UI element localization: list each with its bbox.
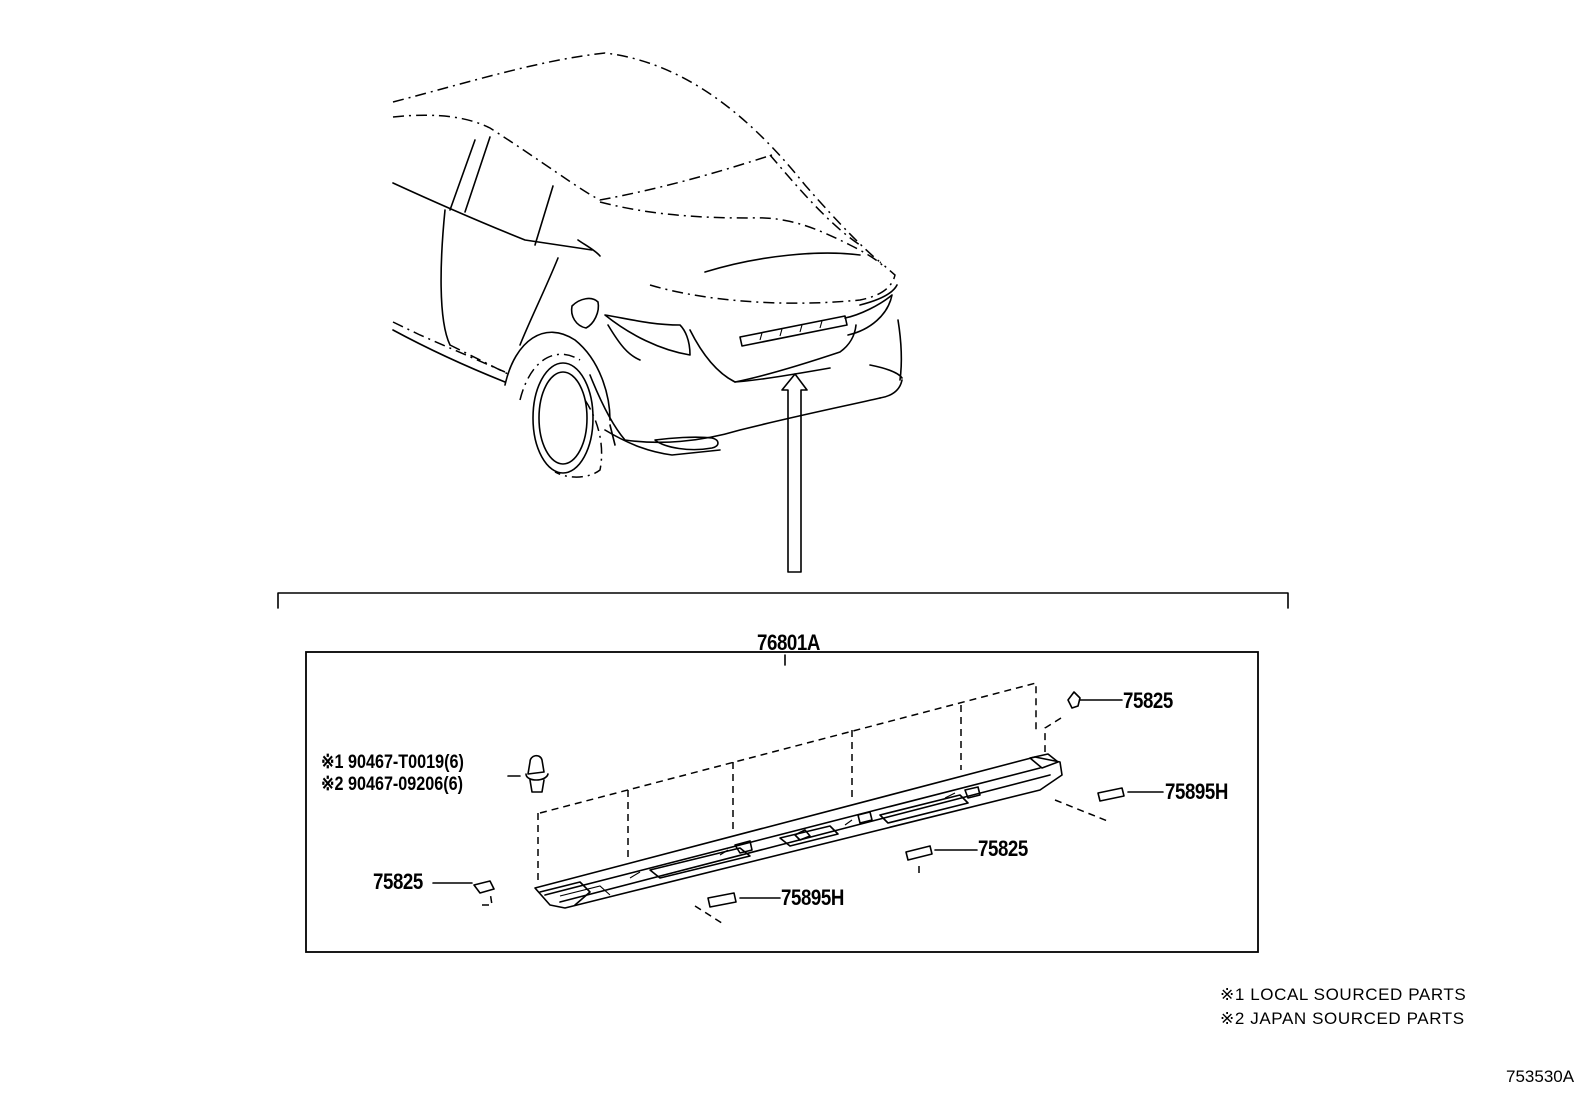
push-rivet-clip — [525, 754, 549, 793]
figure-id: 753530A — [1506, 1067, 1575, 1086]
assembly-bracket — [277, 592, 1289, 666]
fastener-1-mark: ※1 — [321, 752, 344, 773]
fastener-2-mark: ※2 — [321, 774, 344, 795]
note-2-mark: ※2 — [1220, 1009, 1245, 1028]
pad-right — [1097, 787, 1164, 802]
callout-pad-right: 75895H — [1165, 779, 1228, 804]
note-1-text: LOCAL SOURCED PARTS — [1250, 985, 1467, 1004]
note-1-mark: ※1 — [1220, 985, 1245, 1004]
callout-arrow — [781, 373, 808, 573]
note-1: ※1 LOCAL SOURCED PARTS — [1220, 985, 1466, 1005]
fastener-2: ※2 90467-09206(6) — [321, 773, 463, 796]
vehicle-illustration — [392, 52, 903, 478]
note-2: ※2 JAPAN SOURCED PARTS — [1220, 1009, 1465, 1029]
pad-bottom — [707, 892, 781, 908]
callout-pad-bottom: 75895H — [781, 885, 844, 910]
assembly-box — [305, 651, 1259, 953]
callout-clip-middle: 75825 — [978, 836, 1028, 861]
callout-clip-top-right: 75825 — [1123, 688, 1173, 713]
note-2-text: JAPAN SOURCED PARTS — [1250, 1009, 1465, 1028]
fastener-1: ※1 90467-T0019(6) — [321, 751, 464, 774]
fastener-2-part-number: 90467-09206(6) — [348, 774, 463, 795]
garnish-panel — [482, 682, 1111, 926]
clip-left — [432, 880, 495, 894]
clip-top-right — [1067, 691, 1123, 709]
callout-clip-left: 75825 — [373, 869, 423, 894]
clip-middle — [905, 845, 978, 861]
assembly-part-number: 76801A — [757, 630, 820, 655]
fastener-1-part-number: 90467-T0019(6) — [348, 752, 464, 773]
